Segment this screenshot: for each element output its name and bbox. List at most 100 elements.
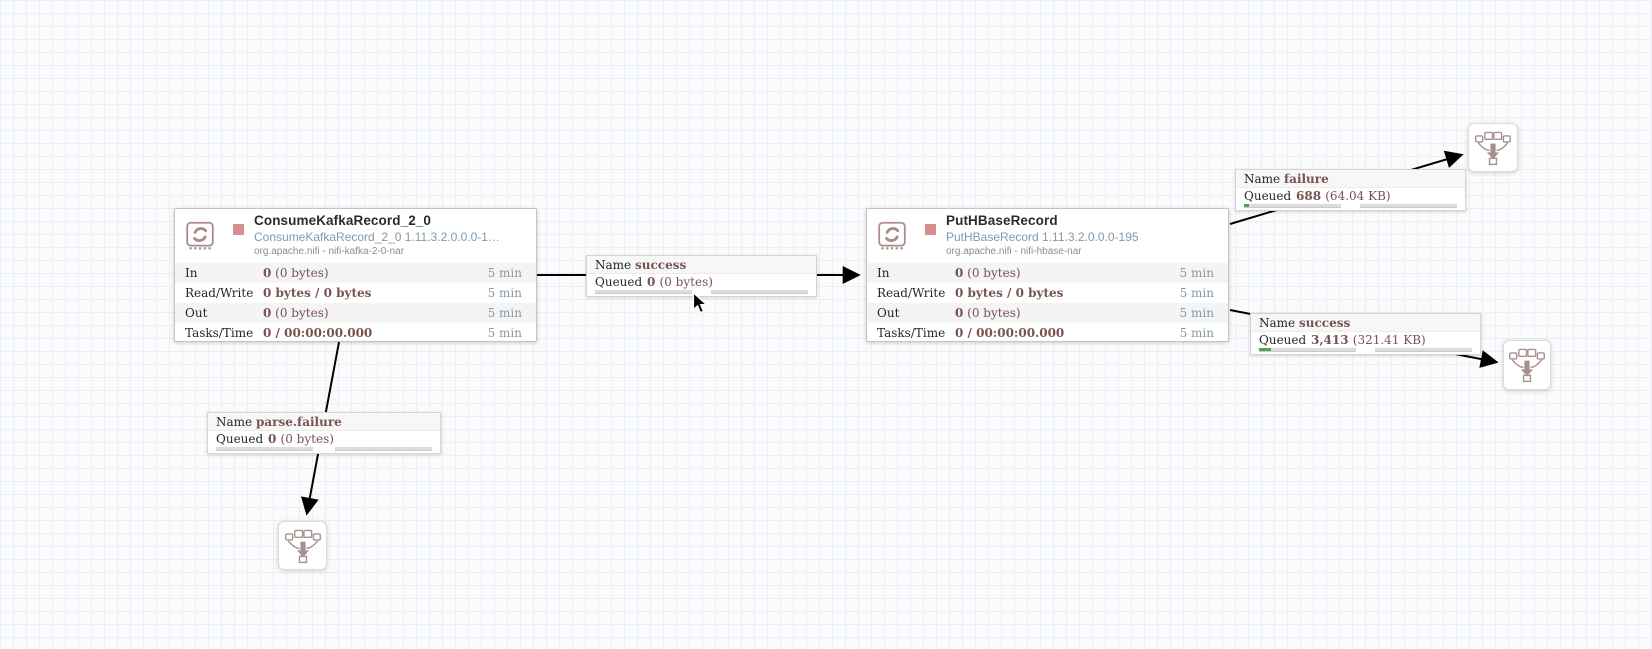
processor-puthbaserecord[interactable]: PutHBaseRecord PutHBaseRecord 1.11.3.2.0… — [866, 208, 1229, 342]
stat-value-suffix: (0 bytes) — [963, 306, 1021, 320]
connection-queued-key: Queued — [595, 274, 643, 289]
queue-count-fill — [1244, 204, 1249, 207]
connection-label-failure[interactable]: Name failure Queued 688 (64.04 KB) — [1235, 169, 1466, 211]
stat-value-number: 0 — [955, 266, 964, 280]
connection-name-key: Name — [595, 257, 632, 272]
queue-pressure-bars — [587, 289, 816, 294]
stat-label: Tasks/Time — [185, 326, 254, 340]
connection-label-success-right[interactable]: Name success Queued 3,413 (321.41 KB) — [1250, 313, 1481, 355]
connection-label-success-mid[interactable]: Name success Queued 0 (0 bytes) — [586, 255, 817, 297]
funnel-failure-target[interactable] — [1468, 123, 1518, 172]
queued-count: 3,413 — [1311, 332, 1349, 347]
stat-value: 0 (0 bytes) — [955, 266, 1180, 280]
queue-size-bar — [711, 290, 808, 294]
funnel-icon — [284, 529, 321, 563]
connection-queued-value: 3,413 (321.41 KB) — [1311, 333, 1426, 347]
queue-size-bar — [335, 447, 432, 451]
processor-stamp-sync-icon — [878, 221, 906, 250]
connection-queued-value: 0 (0 bytes) — [268, 432, 334, 446]
stat-value: 0 (0 bytes) — [263, 306, 488, 320]
stat-value-suffix: (0 bytes) — [271, 306, 329, 320]
stat-row-in: In 0 (0 bytes) 5 min — [867, 263, 1228, 283]
processor-bundle: org.apache.nifi - nifi-kafka-2-0-nar — [254, 246, 405, 257]
processor-name: PutHBaseRecord — [946, 213, 1058, 228]
stat-window: 5 min — [1179, 326, 1214, 340]
stopped-status-icon — [233, 224, 244, 235]
queued-size: (0 bytes) — [280, 431, 334, 446]
funnel-success-target[interactable] — [1503, 340, 1551, 390]
queued-size: (0 bytes) — [659, 274, 713, 289]
connection-name-value: parse.failure — [256, 414, 342, 429]
processor-type-version: PutHBaseRecord 1.11.3.2.0.0.0-195 — [946, 230, 1139, 244]
queue-pressure-bars — [208, 446, 440, 451]
stat-value-number: 0 / 00:00:00.000 — [955, 326, 1065, 340]
stat-value-number: 0 — [263, 266, 272, 280]
processor-consumekafkarecord[interactable]: ConsumeKafkaRecord_2_0 ConsumeKafkaRecor… — [174, 208, 537, 342]
stat-row-out: Out 0 (0 bytes) 5 min — [867, 303, 1228, 323]
processor-titles: ConsumeKafkaRecord_2_0 ConsumeKafkaRecor… — [254, 213, 530, 257]
queue-count-bar — [1259, 348, 1356, 352]
stat-row-taskstime: Tasks/Time 0 / 00:00:00.000 5 min — [175, 323, 536, 343]
stat-value: 0 / 00:00:00.000 — [263, 326, 488, 340]
connection-name-value: success — [635, 257, 687, 272]
stat-value: 0 bytes / 0 bytes — [263, 286, 488, 300]
stat-window: 5 min — [487, 266, 522, 280]
connection-name-row: Name parse.failure — [208, 413, 440, 431]
funnel-icon — [1509, 348, 1545, 383]
stat-label: Read/Write — [877, 286, 946, 300]
connection-name-row: Name failure — [1236, 170, 1465, 188]
queue-count-fill — [1259, 348, 1271, 351]
connection-queued-row: Queued 0 (0 bytes) — [587, 274, 816, 289]
queue-count-bar — [216, 447, 313, 451]
queued-size: (321.41 KB) — [1352, 332, 1426, 347]
connection-name-value: failure — [1284, 171, 1329, 186]
connection-queued-key: Queued — [1259, 332, 1307, 347]
processor-bundle: org.apache.nifi - nifi-hbase-nar — [946, 246, 1082, 257]
queued-count: 0 — [647, 274, 656, 289]
queue-count-bar — [1244, 204, 1341, 208]
stat-label: Out — [185, 306, 208, 320]
queued-count: 688 — [1296, 188, 1322, 203]
connection-name-key: Name — [216, 414, 253, 429]
stat-value-suffix: (0 bytes) — [963, 266, 1021, 280]
stat-value-number: 0 / 00:00:00.000 — [263, 326, 373, 340]
stat-label: Tasks/Time — [877, 326, 946, 340]
funnel-icon — [1475, 131, 1511, 165]
connection-name-key: Name — [1244, 171, 1281, 186]
queued-count: 0 — [268, 431, 277, 446]
stat-window: 5 min — [487, 326, 522, 340]
connection-queued-value: 688 (64.04 KB) — [1296, 189, 1391, 203]
connection-queued-row: Queued 3,413 (321.41 KB) — [1251, 332, 1480, 347]
processor-type-version: ConsumeKafkaRecord_2_0 1.11.3.2.0.0.0-1… — [254, 230, 500, 244]
mouse-pointer — [692, 292, 708, 314]
stat-value-number: 0 bytes / 0 bytes — [955, 286, 1064, 300]
queue-pressure-bars — [1236, 203, 1465, 208]
stat-window: 5 min — [487, 286, 522, 300]
funnel-parse-failure-target[interactable] — [278, 521, 327, 570]
stat-value-number: 0 — [955, 306, 964, 320]
processor-stamp-sync-icon — [186, 221, 214, 250]
connection-queued-key: Queued — [1244, 188, 1292, 203]
stat-row-readwrite: Read/Write 0 bytes / 0 bytes 5 min — [867, 283, 1228, 303]
queue-count-bar — [595, 290, 692, 294]
processor-header: PutHBaseRecord PutHBaseRecord 1.11.3.2.0… — [867, 209, 1228, 263]
stat-label: Read/Write — [185, 286, 254, 300]
stat-window: 5 min — [487, 306, 522, 320]
connection-name-row: Name success — [1251, 314, 1480, 332]
connection-name-value: success — [1299, 315, 1351, 330]
stat-value-suffix: (0 bytes) — [271, 266, 329, 280]
stat-value: 0 (0 bytes) — [263, 266, 488, 280]
stat-value-number: 0 — [263, 306, 272, 320]
connection-name-row: Name success — [587, 256, 816, 274]
stopped-status-icon — [925, 224, 936, 235]
processor-name: ConsumeKafkaRecord_2_0 — [254, 213, 432, 228]
stat-value: 0 bytes / 0 bytes — [955, 286, 1180, 300]
connection-label-parse-failure[interactable]: Name parse.failure Queued 0 (0 bytes) — [207, 412, 441, 454]
queued-size: (64.04 KB) — [1325, 188, 1391, 203]
stat-value: 0 (0 bytes) — [955, 306, 1180, 320]
stat-value-number: 0 bytes / 0 bytes — [263, 286, 372, 300]
stat-row-out: Out 0 (0 bytes) 5 min — [175, 303, 536, 323]
stat-row-in: In 0 (0 bytes) 5 min — [175, 263, 536, 283]
stat-window: 5 min — [1179, 286, 1214, 300]
